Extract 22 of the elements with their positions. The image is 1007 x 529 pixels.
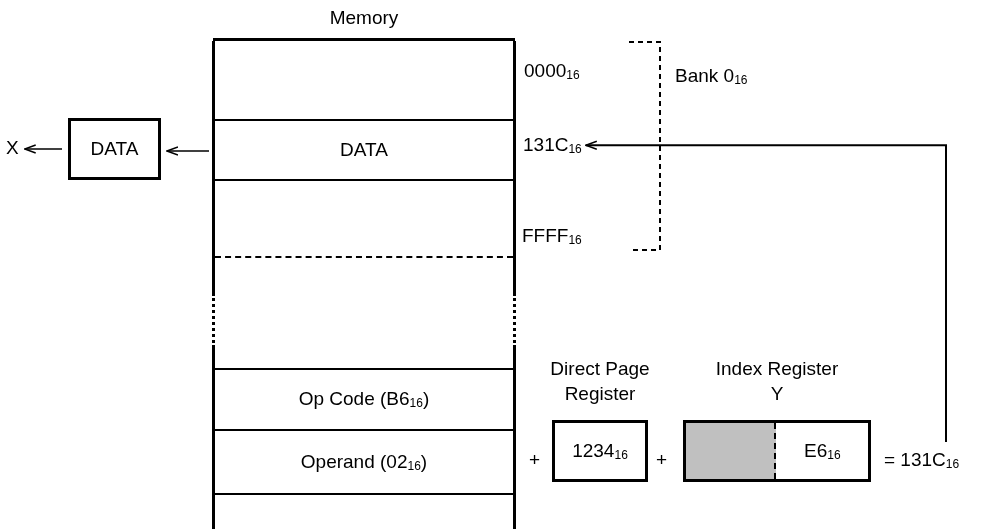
cell-text: Op Code (B6$_{16}$) [298,387,430,413]
cell-text: DATA [340,137,388,162]
arrow [166,146,210,156]
label-text: 0000$_{16}$ [524,59,580,84]
arrow [584,140,947,443]
memory-cell [215,368,513,431]
label-text: + [656,448,668,472]
value-text: 131C$_{16}$ [523,131,582,160]
box-text: DATA [90,136,139,161]
register-value: 1234$_{16}$ [572,438,628,464]
value-text: = 131C$_{16}$ [884,446,960,475]
register-value: E6$_{16}$ [804,438,841,464]
label-text: FFFF$_{16}$ [522,224,582,249]
column-heading: Memory [328,6,400,30]
arrow [23,144,63,154]
label-text: Bank 0$_{16}$ [675,64,748,89]
value-text: X [6,134,19,163]
register-label: Index Register Y [714,357,840,406]
cell-text: Operand (02$_{16}$) [300,449,428,475]
data-box [68,118,161,180]
label-text: + [529,448,541,472]
register-label: Direct Page Register [549,357,651,406]
